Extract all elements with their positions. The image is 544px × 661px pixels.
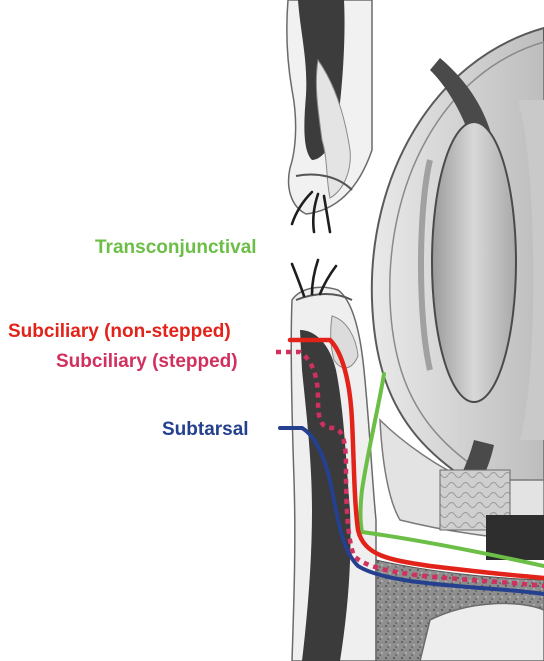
subciliary-stepped-label: Subciliary (stepped)	[56, 352, 238, 371]
subtarsal-label: Subtarsal	[162, 420, 249, 439]
lens	[432, 122, 516, 402]
subciliary-non-stepped-label: Subciliary (non-stepped)	[8, 322, 231, 341]
upper-eyelid	[287, 0, 372, 214]
transconjunctival-label: Transconjunctival	[95, 238, 257, 257]
